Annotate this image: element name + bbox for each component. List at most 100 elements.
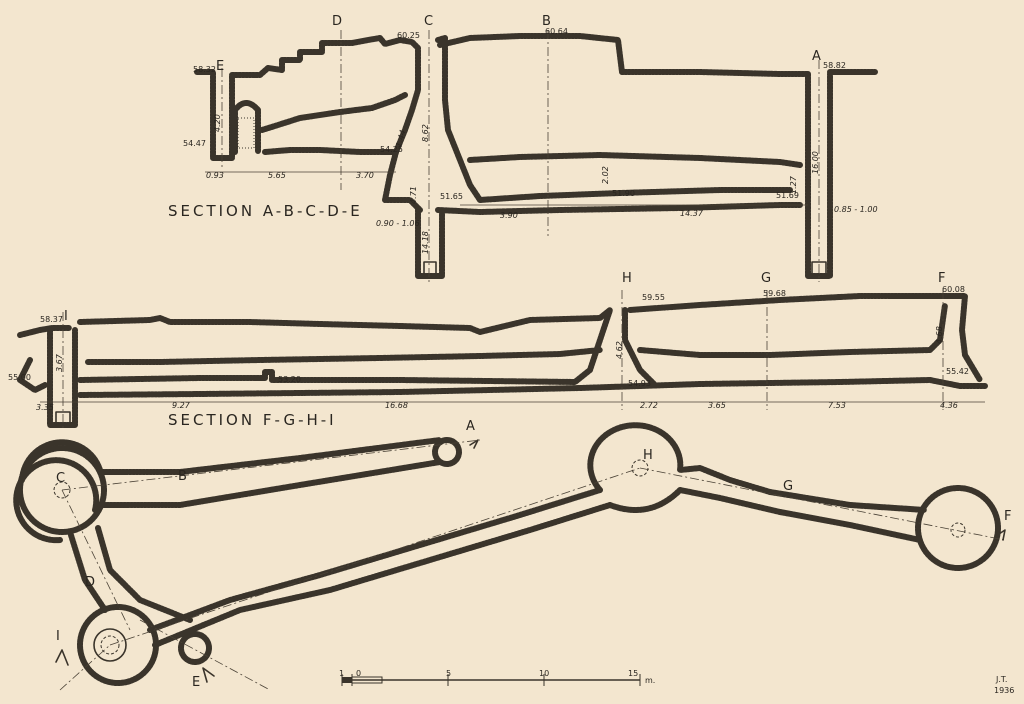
dim-2-72: 2.72 [640, 401, 658, 410]
section-fghi-tunnel1-floor [85, 347, 603, 365]
plan-cut-e [139, 619, 271, 691]
elevation-59-55: 59.55 [642, 293, 665, 302]
elevation-54-25: 54.25 [380, 145, 403, 154]
scale-tick-15: 15 [628, 669, 638, 678]
arrow-i [55, 649, 69, 666]
elevation-55-00: 55.00 [8, 373, 31, 382]
plan-chamber-c-circle [17, 445, 107, 535]
dim-3-70: 3.70 [356, 171, 374, 180]
plan-chamber-f [915, 485, 1001, 571]
label-b-top: B [542, 14, 551, 29]
section-abcde-title: SECTION A-B-C-D-E [168, 202, 363, 220]
section-fghi-shaft-i [47, 327, 78, 428]
plan-cut-c-a [61, 439, 481, 491]
dim-1-44: 1.44 [394, 129, 407, 149]
arched-niche [232, 100, 261, 155]
plan-chamber-h-bottom [607, 487, 783, 515]
plan-tunnel-c-i-left [67, 529, 108, 613]
dim-4-71: 4.71 [409, 186, 418, 204]
dim-0-90-1-06: 0.90 - 1.06 [376, 219, 420, 228]
section-fghi-tunnel2-roof [627, 293, 948, 313]
section-fghi-tunnel2-floor [637, 302, 948, 358]
scale-tick-1: 1 [339, 669, 344, 678]
label-g-top: G [761, 271, 771, 286]
dim-4-20: 4.20 [213, 114, 222, 132]
dim-16-68: 16.68 [385, 401, 408, 410]
plan-chamber-i-rosette [93, 628, 127, 662]
elevation-58-32: 58.32 [193, 65, 216, 74]
elevation-59-68: 59.68 [763, 289, 786, 298]
arrow-a [469, 439, 479, 449]
plan-tunnel-c-a-bottom [97, 459, 443, 508]
dim-16-00: 16.00 [811, 151, 820, 174]
elevation-51-90: 51.90 [612, 189, 635, 198]
label-e-top: E [216, 59, 224, 74]
plan-label-d: D [85, 575, 95, 590]
elevation-58-82: 58.82 [823, 61, 846, 70]
elevation-58-37: 58.37 [40, 315, 63, 324]
label-h-top: H [622, 271, 632, 286]
dim-4-36: 4.36 [940, 401, 958, 410]
arrow-f [998, 529, 1006, 541]
section-fghi [17, 290, 988, 430]
dim-0-85-1-00: 0.85 - 1.00 [834, 205, 878, 214]
dim-4-62: 4.62 [615, 341, 624, 359]
dim-7-53: 7.53 [828, 401, 846, 410]
label-c-top: C [424, 14, 433, 29]
plan-label-a: A [466, 419, 475, 434]
elevation-51-65: 51.65 [440, 192, 463, 201]
plan-chamber-i-rosette-inner [100, 635, 120, 655]
section-fghi-shaft-h [622, 307, 658, 388]
elevation-54-47: 54.47 [183, 139, 206, 148]
shaft-c-left-wall [382, 149, 423, 213]
dim-8-62: 8.62 [421, 124, 430, 142]
plan-tunnel-i-h-top [147, 487, 603, 633]
plan-label-f: F [1004, 509, 1011, 524]
plan-tunnel-h-f-top [767, 489, 928, 513]
plan-chamber-h [587, 422, 773, 495]
arrow-e [202, 667, 215, 683]
ground-surface-left [194, 35, 421, 161]
section-fghi-lower-tunnel-roof [77, 307, 613, 385]
dim-3-90: 3.90 [500, 211, 518, 220]
plan-cut-h-f [639, 467, 1006, 541]
shaft-c-bottom [415, 207, 445, 279]
shaft-a-bottom-inner [811, 261, 827, 277]
plan-label-i: I [56, 629, 60, 644]
plan-cut-i [59, 644, 111, 691]
dim-9-27: 9.27 [172, 401, 191, 410]
dim-3-35: 3.35 [36, 403, 54, 412]
plan-chamber-a [432, 437, 462, 467]
scale-tick-0: 0 [356, 669, 361, 678]
plan-tunnel-i-h-bottom [152, 502, 613, 648]
plan-tunnel-c-i-right [95, 525, 193, 623]
signature-year: 1936 [994, 686, 1014, 695]
dim-4-68: 4.68 [935, 326, 944, 344]
plan-view [13, 422, 1006, 691]
plan-label-h: H [643, 448, 653, 463]
section-fghi-ground-left [17, 325, 73, 338]
niche-hatching [237, 117, 255, 149]
dim-0-93: 0.93 [206, 171, 224, 180]
main-chamber-floor [467, 152, 803, 168]
section-fghi-lower-left [17, 357, 48, 393]
plan-chamber-c-shaft [53, 481, 71, 499]
elevation-60-08: 60.08 [942, 285, 965, 294]
section-fghi-lower-tunnel-floor [77, 377, 988, 398]
left-chamber-floor [262, 147, 399, 155]
elevation-55-42: 55.42 [946, 367, 969, 376]
elevation-53-20: 53.20 [278, 375, 301, 384]
plan-label-g: G [783, 479, 793, 494]
section-fghi-tunnel1-roof [77, 307, 613, 335]
section-fghi-ground-right [942, 293, 983, 383]
section-abcde [194, 30, 878, 282]
elevation-60-64: 60.64 [545, 27, 568, 36]
plan-label-c: C [56, 471, 65, 486]
elevation-51-69: 51.69 [776, 191, 799, 200]
main-chamber-roof [437, 33, 811, 77]
section-fghi-title: SECTION F-G-H-I [168, 411, 337, 429]
dim-3-67: 3.67 [55, 353, 64, 372]
plan-chamber-h-shaft [631, 459, 649, 477]
signature-initials: J.T. [995, 675, 1007, 684]
